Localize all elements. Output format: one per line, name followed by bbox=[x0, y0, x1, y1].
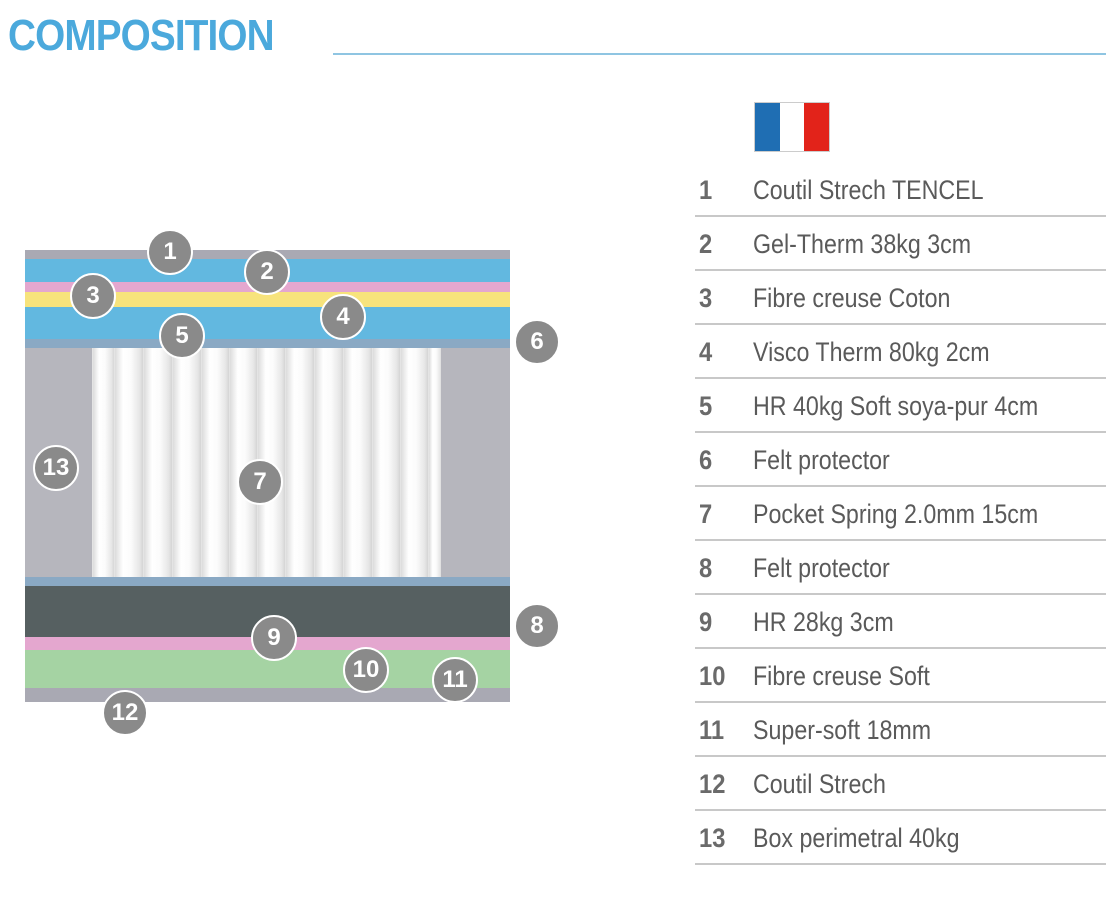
legend-row: 3 Fibre creuse Coton bbox=[695, 271, 1106, 325]
layer-ticking-bottom bbox=[25, 688, 510, 702]
legend-number: 9 bbox=[699, 607, 713, 637]
legend-number: 7 bbox=[699, 499, 713, 529]
badge-4: 4 bbox=[320, 294, 366, 340]
badge-3: 3 bbox=[70, 273, 116, 319]
legend-label: Gel-Therm 38kg 3cm bbox=[753, 229, 972, 259]
legend-number: 1 bbox=[699, 175, 713, 205]
title-underline bbox=[333, 53, 1106, 55]
legend-row: 12 Coutil Strech bbox=[695, 757, 1106, 811]
legend-number: 4 bbox=[699, 337, 713, 367]
legend-label: Felt protector bbox=[753, 445, 890, 475]
badge-12: 12 bbox=[102, 690, 148, 736]
badge-7: 7 bbox=[237, 459, 283, 505]
legend-number: 12 bbox=[699, 769, 726, 799]
legend-label: Fibre creuse Soft bbox=[753, 661, 930, 691]
legend-row: 1 Coutil Strech TENCEL bbox=[695, 163, 1106, 217]
legend-number: 10 bbox=[699, 661, 726, 691]
legend-row: 2 Gel-Therm 38kg 3cm bbox=[695, 217, 1106, 271]
mattress-cross-section: 1 2 3 4 5 6 7 8 9 10 11 12 13 bbox=[25, 229, 560, 736]
legend-label: Coutil Strech TENCEL bbox=[753, 175, 984, 205]
legend-label: Box perimetral 40kg bbox=[753, 823, 960, 853]
legend-row: 6 Felt protector bbox=[695, 433, 1106, 487]
badge-2: 2 bbox=[244, 249, 290, 295]
badge-1: 1 bbox=[147, 229, 193, 275]
composition-legend: 1 Coutil Strech TENCEL 2 Gel-Therm 38kg 3c… bbox=[695, 163, 1106, 865]
legend-label: Visco Therm 80kg 2cm bbox=[753, 337, 990, 367]
page-title: COMPOSITION bbox=[8, 11, 275, 60]
layer-visco-therm bbox=[25, 292, 510, 307]
legend-row: 10 Fibre creuse Soft bbox=[695, 649, 1106, 703]
legend-row: 11 Super-soft 18mm bbox=[695, 703, 1106, 757]
badge-5: 5 bbox=[159, 313, 205, 359]
legend-label: HR 40kg Soft soya-pur 4cm bbox=[753, 391, 1039, 421]
badge-10: 10 bbox=[343, 647, 389, 693]
france-flag-icon bbox=[755, 103, 830, 151]
legend-label: HR 28kg 3cm bbox=[753, 607, 894, 637]
layer-felt-bottom bbox=[25, 577, 510, 586]
legend-label: Super-soft 18mm bbox=[753, 715, 932, 745]
legend-row: 7 Pocket Spring 2.0mm 15cm bbox=[695, 487, 1106, 541]
legend-number: 2 bbox=[699, 229, 713, 259]
legend-row: 4 Visco Therm 80kg 2cm bbox=[695, 325, 1106, 379]
legend-label: Coutil Strech bbox=[753, 769, 886, 799]
legend-number: 5 bbox=[699, 391, 713, 421]
legend-label: Pocket Spring 2.0mm 15cm bbox=[753, 499, 1039, 529]
legend-row: 5 HR 40kg Soft soya-pur 4cm bbox=[695, 379, 1106, 433]
badge-6: 6 bbox=[514, 319, 560, 365]
legend-number: 6 bbox=[699, 445, 713, 475]
legend-row: 8 Felt protector bbox=[695, 541, 1106, 595]
legend-row: 9 HR 28kg 3cm bbox=[695, 595, 1106, 649]
layer-felt-top bbox=[25, 339, 510, 348]
legend-number: 3 bbox=[699, 283, 713, 313]
legend-row: 13 Box perimetral 40kg bbox=[695, 811, 1106, 865]
legend-label: Fibre creuse Coton bbox=[753, 283, 951, 313]
badge-11: 11 bbox=[432, 657, 478, 703]
legend-number: 8 bbox=[699, 553, 713, 583]
badge-8: 8 bbox=[514, 603, 560, 649]
badge-13: 13 bbox=[33, 445, 79, 491]
legend-label: Felt protector bbox=[753, 553, 890, 583]
legend-number: 11 bbox=[699, 715, 725, 745]
badge-9: 9 bbox=[251, 615, 297, 661]
legend-number: 13 bbox=[699, 823, 726, 853]
